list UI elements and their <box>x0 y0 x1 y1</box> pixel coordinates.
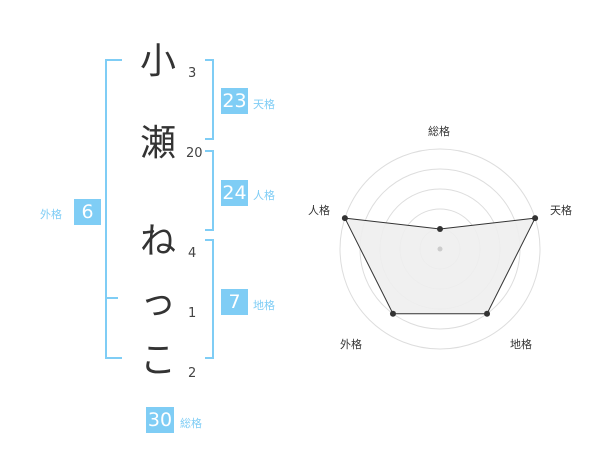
radar-point-2 <box>532 215 539 222</box>
chikaku-value: 7 <box>221 289 248 315</box>
radar-axis-label-jinkaku: 人格 <box>308 204 330 217</box>
name-char-3: ね <box>139 221 176 262</box>
tenkaku-bracket <box>205 59 214 140</box>
name-char-4: っ <box>139 282 176 323</box>
radar-center-dot <box>437 246 443 252</box>
radar-data-polygon <box>344 217 536 315</box>
radar-axis-label-soukaku: 総格 <box>428 125 450 138</box>
radar-axis-label-gaikaku: 外格 <box>340 338 362 351</box>
radar-point-5 <box>341 215 348 222</box>
radar-grid-ring <box>339 148 541 350</box>
gaikaku-label: 外格 <box>40 208 62 221</box>
jinkaku-bracket <box>205 150 214 231</box>
radar-point-3 <box>484 310 491 317</box>
radar-point-1 <box>437 226 443 232</box>
gaikaku-value: 6 <box>74 199 101 225</box>
stroke-count-2: 20 <box>186 146 203 161</box>
gaikaku-bracket <box>105 59 122 359</box>
chikaku-label: 地格 <box>253 299 275 312</box>
stroke-count-3: 4 <box>188 246 197 261</box>
soukaku-value: 30 <box>146 407 174 433</box>
name-char-5: こ <box>139 340 176 381</box>
jinkaku-label: 人格 <box>253 189 275 202</box>
chikaku-bracket <box>205 239 214 359</box>
name-char-1: 小 <box>139 41 176 82</box>
radar-axis-label-chikaku: 地格 <box>510 338 532 351</box>
tenkaku-value: 23 <box>221 88 248 114</box>
jinkaku-value: 24 <box>221 180 248 206</box>
stroke-count-4: 1 <box>188 306 197 321</box>
name-char-2: 瀬 <box>139 123 176 164</box>
radar-axis-label-tenkaku: 天格 <box>550 204 572 217</box>
stroke-count-5: 2 <box>188 366 197 381</box>
tenkaku-label: 天格 <box>253 98 275 111</box>
stroke-count-1: 3 <box>188 66 197 81</box>
soukaku-label: 総格 <box>180 417 202 430</box>
radar-point-4 <box>389 310 396 317</box>
